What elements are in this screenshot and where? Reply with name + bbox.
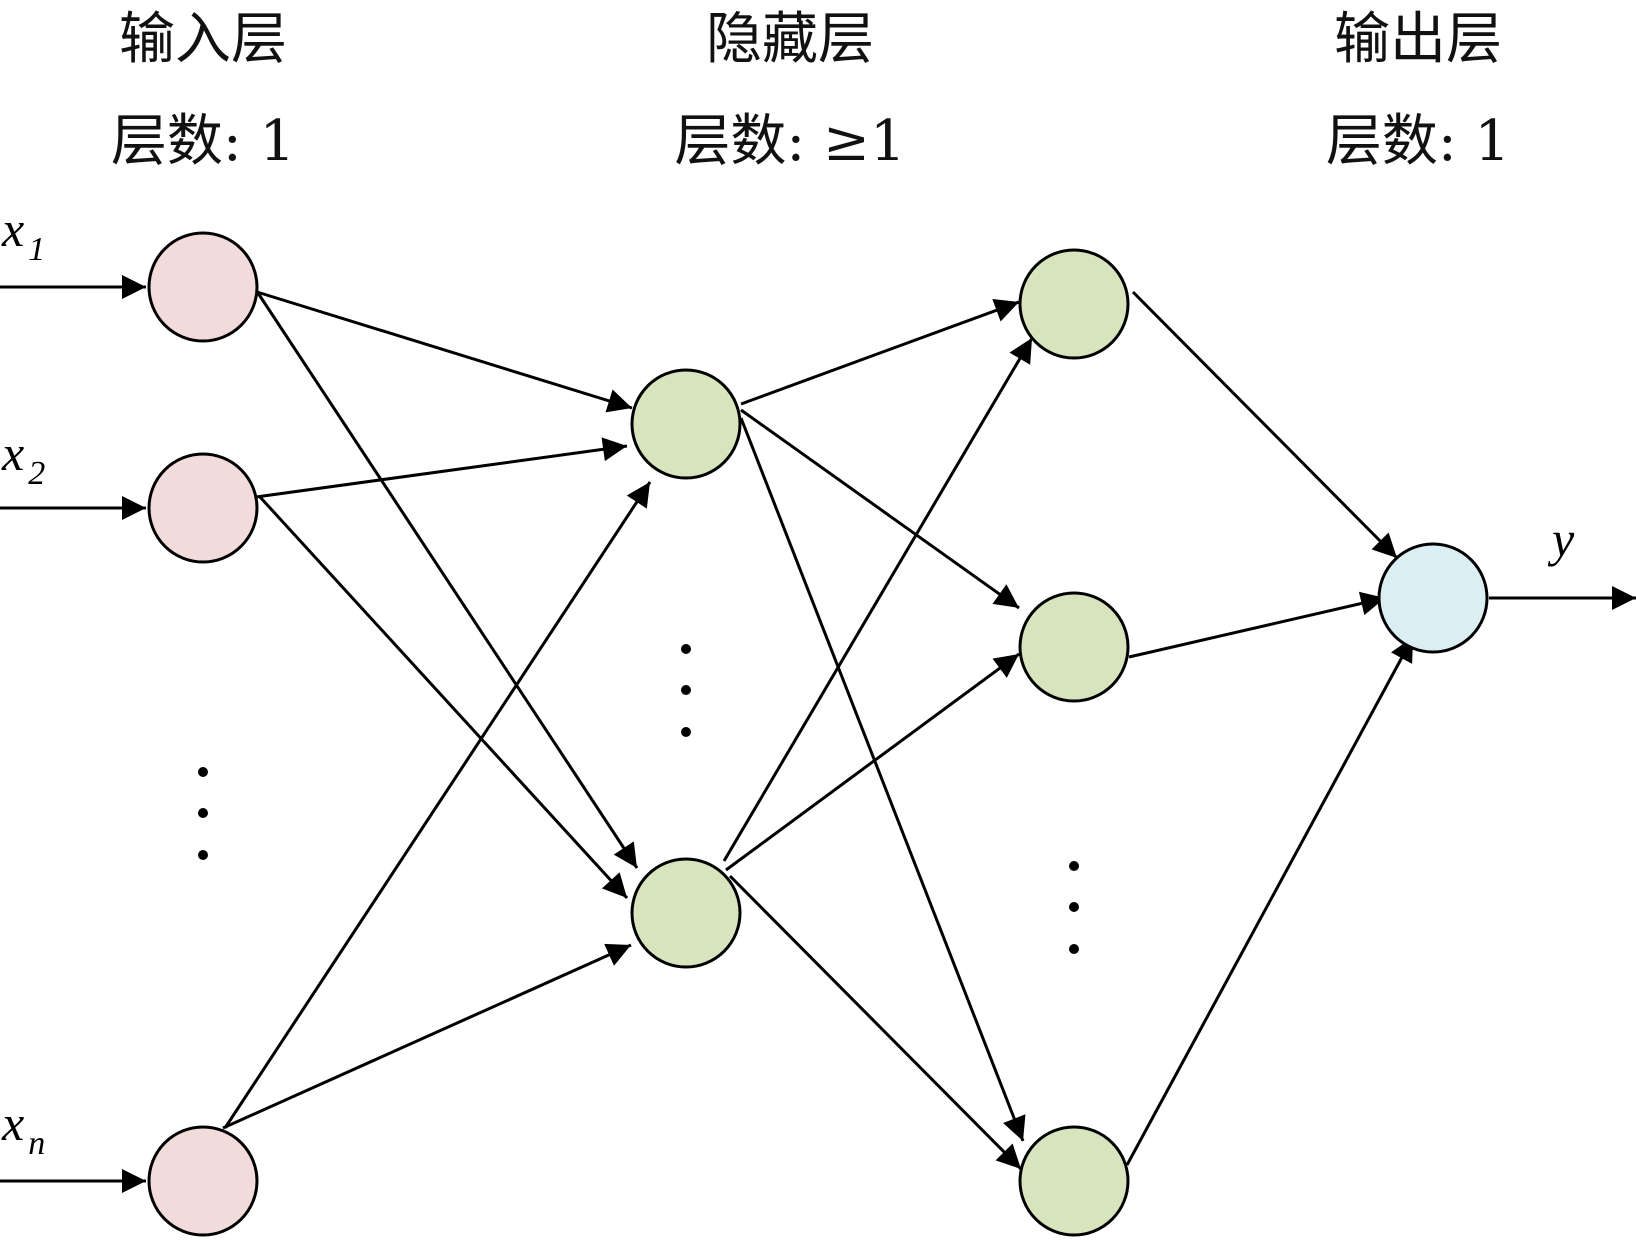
output-label-y: y [1547, 511, 1575, 567]
hidden-a-ellipsis [681, 644, 691, 737]
input-node-2 [147, 452, 259, 564]
edge-in2-h2 [258, 495, 629, 900]
output-layer-count: 层数: 1 [1326, 109, 1510, 174]
edge-h2-hb3 [728, 874, 1023, 1171]
edge-inn-h2 [222, 943, 632, 1130]
edge-in1-h2 [254, 289, 639, 869]
input-label-x2-base: x [1, 425, 24, 481]
input-label-x2-sub: 2 [28, 455, 45, 492]
edge-h2-hb1 [722, 337, 1034, 862]
output-layer-title: 输出层 [1334, 7, 1502, 72]
edge-hb3-out [1125, 636, 1415, 1166]
hidden-a-node-2 [630, 857, 742, 969]
input-layer-count: 层数: 1 [111, 109, 295, 174]
hidden-b-ellipsis [1069, 861, 1079, 954]
edge-inn-h1 [223, 481, 652, 1129]
hidden-b-node-1 [1018, 248, 1130, 360]
edge-h2-hb2 [725, 652, 1020, 872]
input-node-n [147, 1125, 259, 1237]
hidden-b-node-2 [1018, 591, 1130, 703]
edge-hb1-out [1131, 290, 1399, 560]
input-label-x1-base: x [1, 201, 24, 257]
input-ellipsis [198, 767, 208, 860]
hidden-layer-title: 隐藏层 [706, 7, 874, 72]
input-node-1 [147, 231, 259, 343]
output-node [1377, 542, 1489, 654]
edge-in2-h1 [255, 437, 628, 499]
input-layer-title: 输入层 [119, 7, 287, 72]
hidden-a-node-1 [630, 368, 742, 480]
edge-h1-hb2 [740, 408, 1020, 610]
input-label-xn-sub: n [28, 1125, 45, 1162]
input-label-x1-sub: 1 [28, 231, 45, 268]
hidden-layer-count: 层数: ≥1 [674, 109, 905, 174]
edge-hb2-out [1128, 591, 1386, 659]
edge-in1-h1 [256, 290, 633, 413]
edge-h1-hb1 [740, 299, 1020, 406]
hidden-b-node-3 [1018, 1125, 1130, 1237]
edge-h1-hb3 [739, 417, 1026, 1142]
input-label-xn-base: x [1, 1095, 24, 1151]
